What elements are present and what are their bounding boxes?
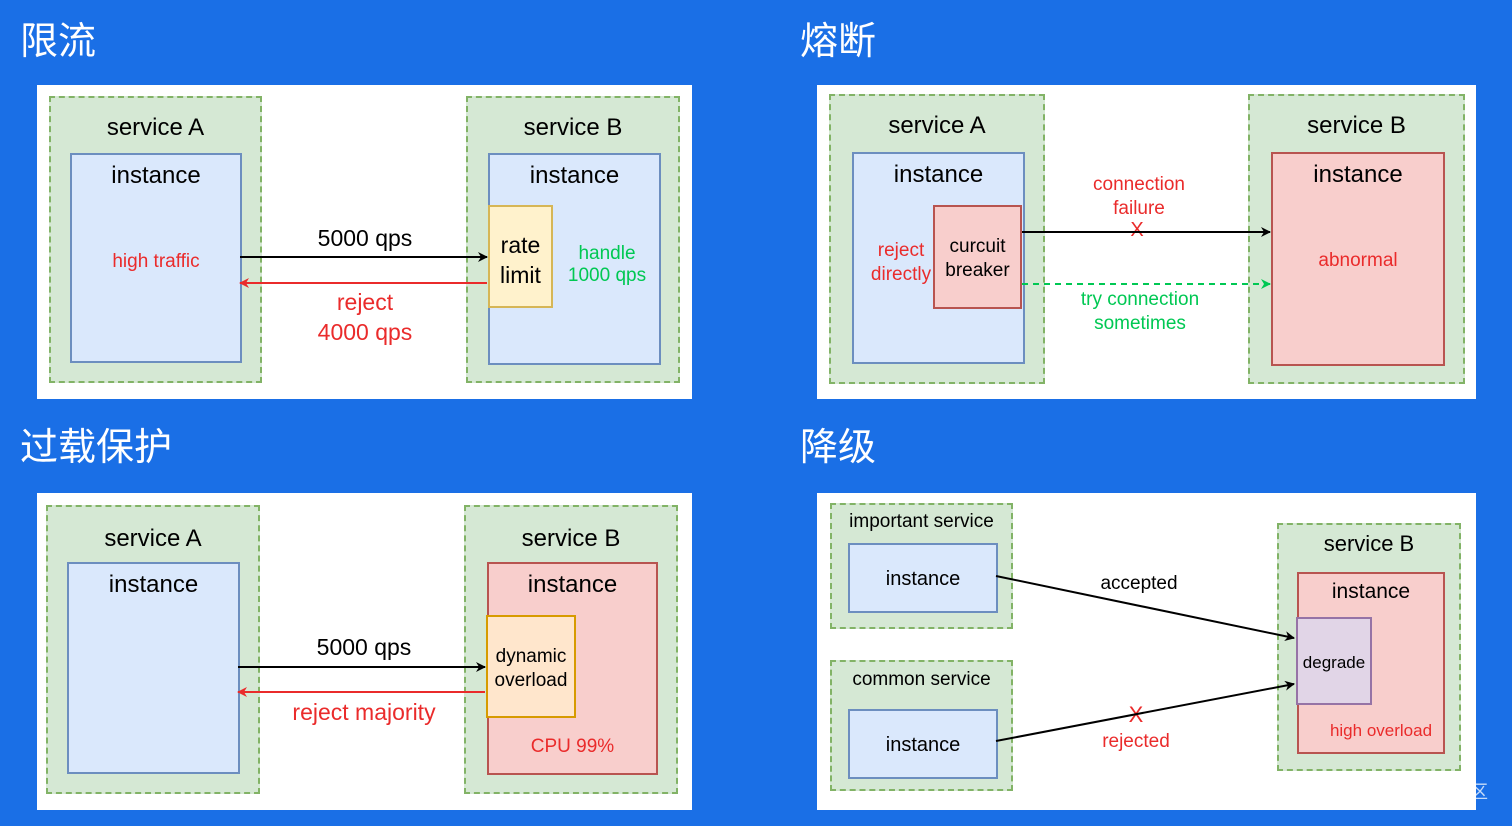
instance-label: instance xyxy=(885,568,961,590)
instance-box: instance xyxy=(848,543,998,613)
service-a-group: service A instance high traffic xyxy=(49,96,262,383)
accepted-arrow xyxy=(995,575,1295,642)
title-degrade: 降级 xyxy=(800,425,877,469)
common-service-label: common service xyxy=(852,669,991,690)
abnormal-label: abnormal xyxy=(1318,250,1398,271)
service-b-group: service B instance abnormal xyxy=(1248,94,1465,384)
instance-label: instance xyxy=(108,571,199,598)
degrade-box: degrade xyxy=(1296,617,1372,705)
service-a-label: service A xyxy=(106,114,205,141)
common-service-group: common service instance xyxy=(830,660,1013,791)
title-overload-protection: 过载保护 xyxy=(20,425,173,469)
instance-label: instance xyxy=(529,162,620,189)
rejected-label: rejected xyxy=(1102,731,1170,752)
high-traffic-label: high traffic xyxy=(112,251,200,272)
service-b-label: service B xyxy=(523,114,623,141)
service-b-label: service B xyxy=(1307,112,1406,139)
degrade-panel: important service instance common servic… xyxy=(817,493,1476,810)
instance-box: instance high traffic xyxy=(70,153,242,363)
instance-label: instance xyxy=(885,734,961,756)
instance-box: instance xyxy=(848,709,998,779)
cpu-label: CPU 99% xyxy=(530,736,615,757)
instance-label: instance xyxy=(527,571,618,598)
title-rate-limit: 限流 xyxy=(20,19,97,63)
instance-box: instance abnormal xyxy=(1271,152,1445,366)
instance-box: instance xyxy=(67,562,240,774)
service-b-label: service B xyxy=(1323,531,1415,556)
degrade-label: degrade xyxy=(1302,653,1366,672)
instance-label: instance xyxy=(1313,161,1403,188)
qps-label: 5000 qps xyxy=(317,225,413,251)
overload-panel: service A instance service B instance CP… xyxy=(37,493,692,810)
watermark: @稀土掘金技术社区 xyxy=(1326,782,1488,803)
instance-label: instance xyxy=(111,162,201,189)
accepted-label: accepted xyxy=(1100,573,1178,594)
qps-label: 5000 qps xyxy=(316,634,412,660)
rejected-arrow xyxy=(995,680,1295,742)
reject-majority-label: reject majority xyxy=(292,699,436,725)
service-a-label: service A xyxy=(104,525,202,552)
important-service-group: important service instance xyxy=(830,503,1013,629)
service-a-label: service A xyxy=(888,112,986,139)
failure-x-mark: X xyxy=(1130,219,1144,241)
service-b-label: service B xyxy=(521,525,621,552)
instance-label: instance xyxy=(1331,580,1411,603)
instance-label: instance xyxy=(893,161,984,188)
service-a-group: service A instance xyxy=(46,505,260,794)
important-service-label: important service xyxy=(849,511,994,532)
rate-limit-panel: service A instance high traffic service … xyxy=(37,85,692,399)
high-overload-label: high overload xyxy=(1329,721,1433,740)
title-circuit-breaker: 熔断 xyxy=(800,19,877,63)
